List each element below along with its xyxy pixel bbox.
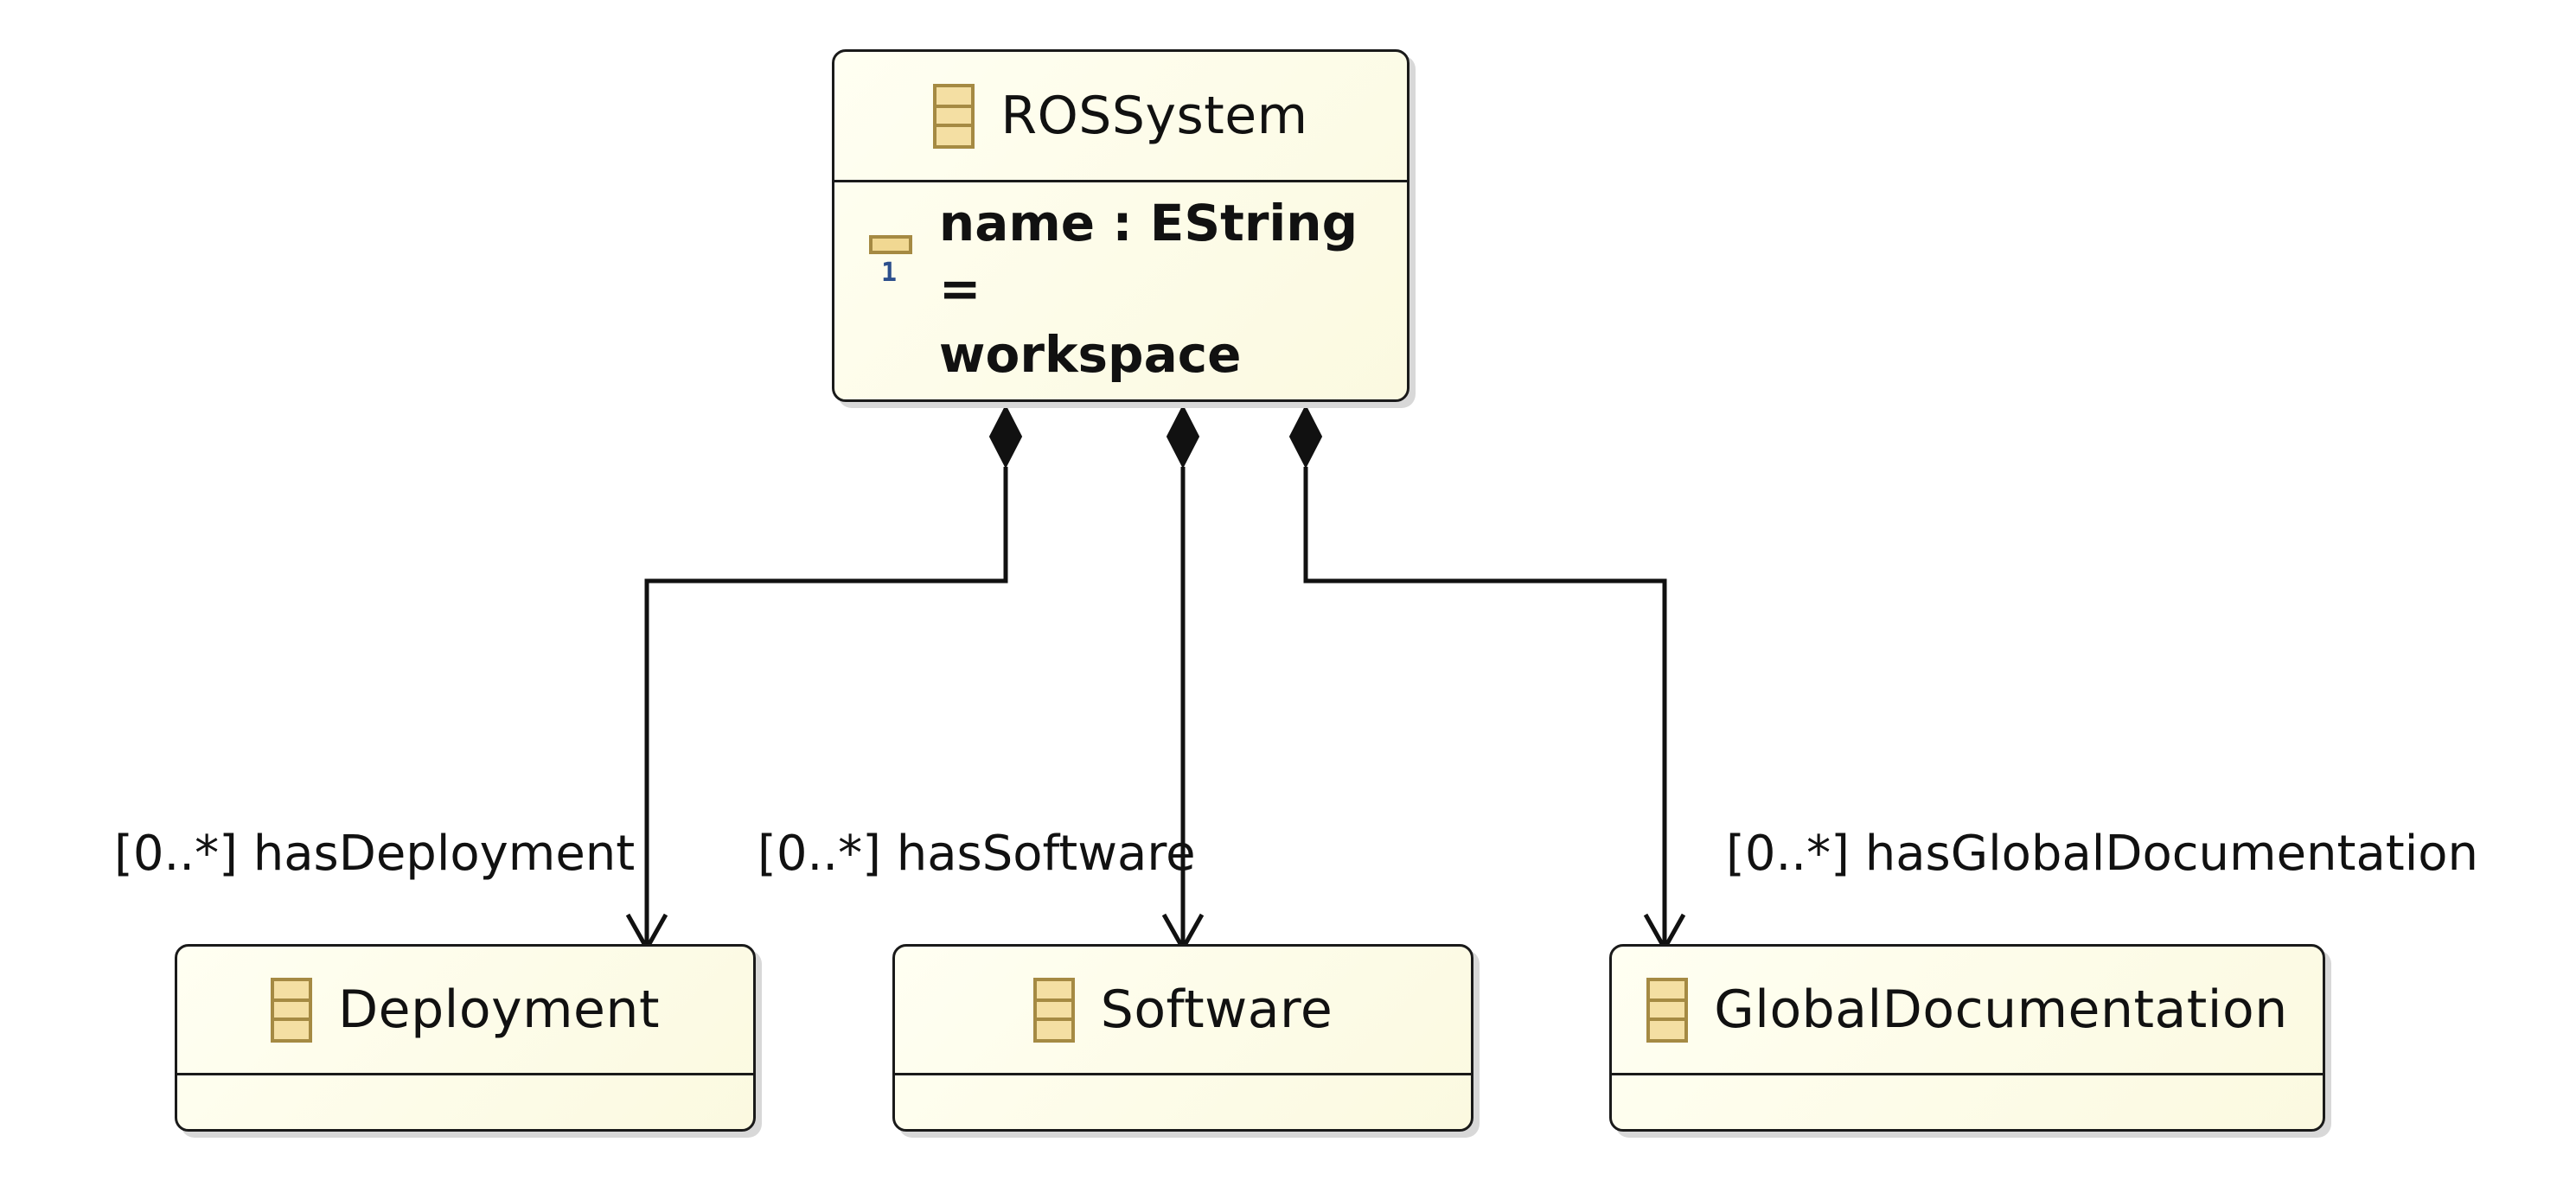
reference-label-deployment: [0..*] hasDeployment [114,826,636,882]
eclass-icon [1032,977,1075,1043]
compartment-divider [177,1073,753,1075]
compartment-divider [834,180,1407,182]
class-ros-system[interactable]: ROSSystem 1 name : EString = workspace [832,49,1409,402]
class-name: Deployment [337,979,660,1040]
reference-label-global-documentation: [0..*] hasGlobalDocumentation [1726,826,2479,882]
compartment-divider [895,1073,1471,1075]
class-global-documentation[interactable]: GlobalDocumentation [1609,944,2325,1132]
attribute-line-2: workspace [938,325,1242,384]
edge-has-global-documentation[interactable] [1303,467,1667,947]
eclass-icon [933,83,975,149]
compartment-divider [1612,1073,2323,1075]
composition-diamond-software [1166,404,1200,469]
edge-has-deployment[interactable] [644,467,1008,947]
class-name: ROSSystem [1000,86,1308,146]
composition-diamond-global-documentation [1288,404,1323,469]
eclass-icon [270,977,312,1043]
attribute-row[interactable]: 1 name : EString = workspace [869,190,1407,387]
class-name: GlobalDocumentation [1714,979,2288,1040]
composition-diamond-deployment [988,404,1023,469]
eattribute-icon: 1 [869,235,912,299]
class-software[interactable]: Software [892,944,1473,1132]
eclass-icon [1646,977,1689,1043]
reference-label-software: [0..*] hasSoftware [757,826,1196,882]
attribute-line-1: name : EString = [938,194,1358,318]
class-deployment[interactable]: Deployment [175,944,756,1132]
class-name: Software [1100,979,1333,1040]
